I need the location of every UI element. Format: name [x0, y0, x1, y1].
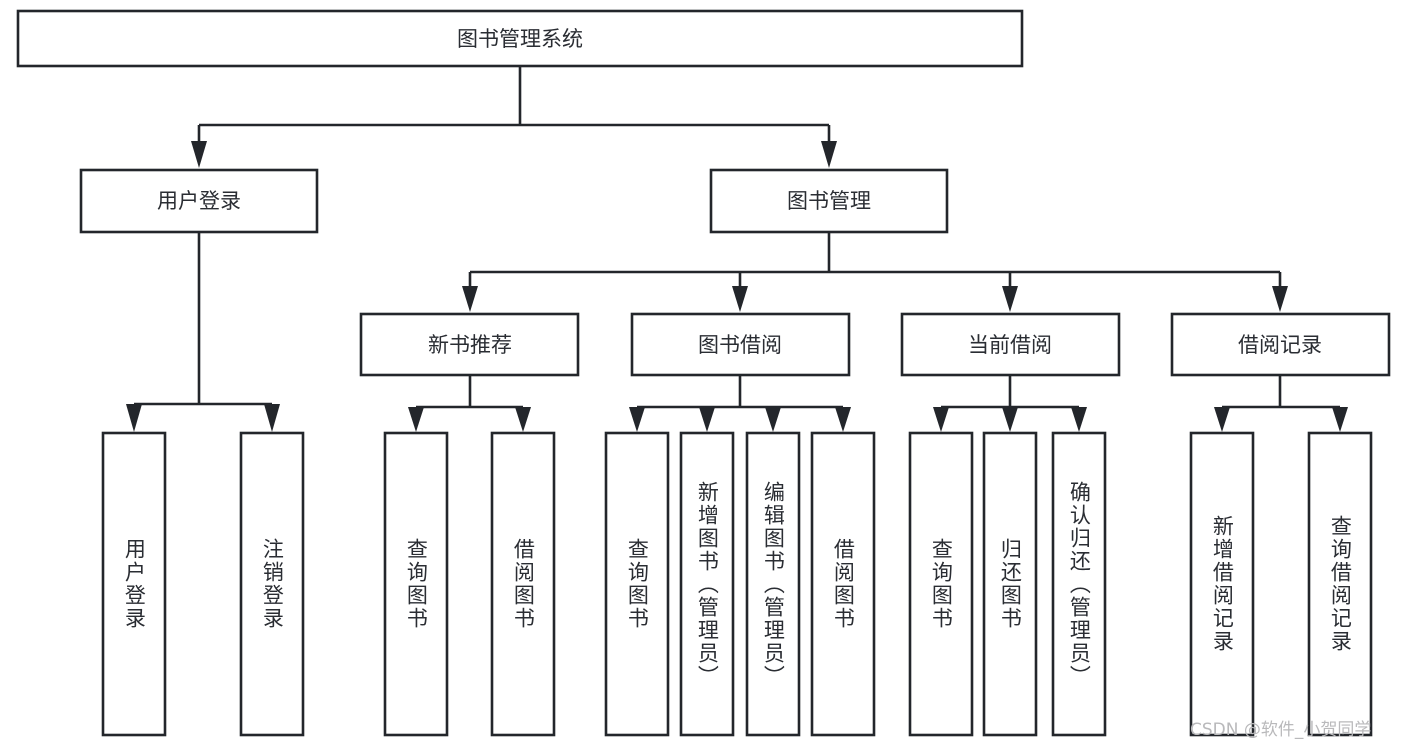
connector-group-current-borrow [933, 375, 1087, 432]
node-user-login[interactable] [79, 168, 319, 234]
node-leaf-borrow-add[interactable] [679, 431, 735, 737]
node-leaf-record-add[interactable] [1189, 431, 1255, 737]
arrowhead-leaf-record-query [1332, 407, 1348, 432]
node-leaf-rec-borrow[interactable] [490, 431, 556, 737]
connector-group-new-book-rec [408, 375, 531, 432]
node-root[interactable] [16, 9, 1024, 68]
connector-group-user-login [126, 232, 280, 432]
node-leaf-borrow-do[interactable] [810, 431, 876, 737]
arrowhead-new-book-rec [462, 286, 478, 312]
node-leaf-record-query[interactable] [1307, 431, 1373, 737]
node-leaf-current-query[interactable] [908, 431, 974, 737]
node-book-manage-label: 图书管理 [787, 189, 871, 213]
node-leaf-borrow-query[interactable] [604, 431, 670, 737]
node-leaf-current-return[interactable] [982, 431, 1038, 737]
node-book-borrow-label: 图书借阅 [698, 333, 782, 357]
arrowhead-leaf-rec-borrow [515, 407, 531, 432]
node-borrow-record[interactable] [1170, 312, 1391, 377]
node-root-label: 图书管理系统 [457, 27, 583, 51]
node-leaf-current-confirm[interactable] [1051, 431, 1107, 737]
arrowhead-user-login [191, 141, 207, 168]
arrowhead-leaf-current-return [1002, 407, 1018, 432]
arrowhead-leaf-user-logout [264, 404, 280, 432]
connector-group-root [191, 66, 837, 168]
node-current-borrow[interactable] [900, 312, 1121, 377]
arrowhead-leaf-user-login [126, 404, 142, 432]
arrowhead-leaf-record-add [1214, 407, 1230, 432]
node-leaf-user-logout[interactable] [239, 431, 305, 737]
node-user-login-label: 用户登录 [157, 189, 241, 213]
watermark-text: CSDN @软件_小贺同学 [1190, 720, 1372, 740]
arrowhead-book-manage [821, 141, 837, 168]
arrowhead-leaf-borrow-add [699, 407, 715, 432]
node-new-book-rec-label: 新书推荐 [428, 333, 512, 357]
arrowhead-leaf-current-query [933, 407, 949, 432]
connector-group-book-borrow [629, 375, 851, 432]
arrowhead-leaf-borrow-do [835, 407, 851, 432]
arrowhead-leaf-rec-query [408, 407, 424, 432]
node-book-borrow[interactable] [630, 312, 851, 377]
node-book-manage[interactable] [709, 168, 949, 234]
connector-group-book-manage [462, 232, 1288, 312]
node-current-borrow-label: 当前借阅 [968, 333, 1052, 357]
arrowhead-leaf-current-confirm [1071, 407, 1087, 432]
node-borrow-record-label: 借阅记录 [1238, 333, 1322, 357]
node-new-book-rec[interactable] [359, 312, 580, 377]
connector-group-borrow-record [1214, 375, 1348, 432]
arrowhead-leaf-borrow-query [629, 407, 645, 432]
node-leaf-rec-query[interactable] [383, 431, 449, 737]
arrowhead-book-borrow [732, 286, 748, 312]
arrowhead-leaf-borrow-edit [765, 407, 781, 432]
arrowhead-current-borrow [1002, 286, 1018, 312]
node-leaf-borrow-edit[interactable] [745, 431, 801, 737]
node-leaf-user-login[interactable] [101, 431, 167, 737]
arrowhead-borrow-record [1272, 286, 1288, 312]
